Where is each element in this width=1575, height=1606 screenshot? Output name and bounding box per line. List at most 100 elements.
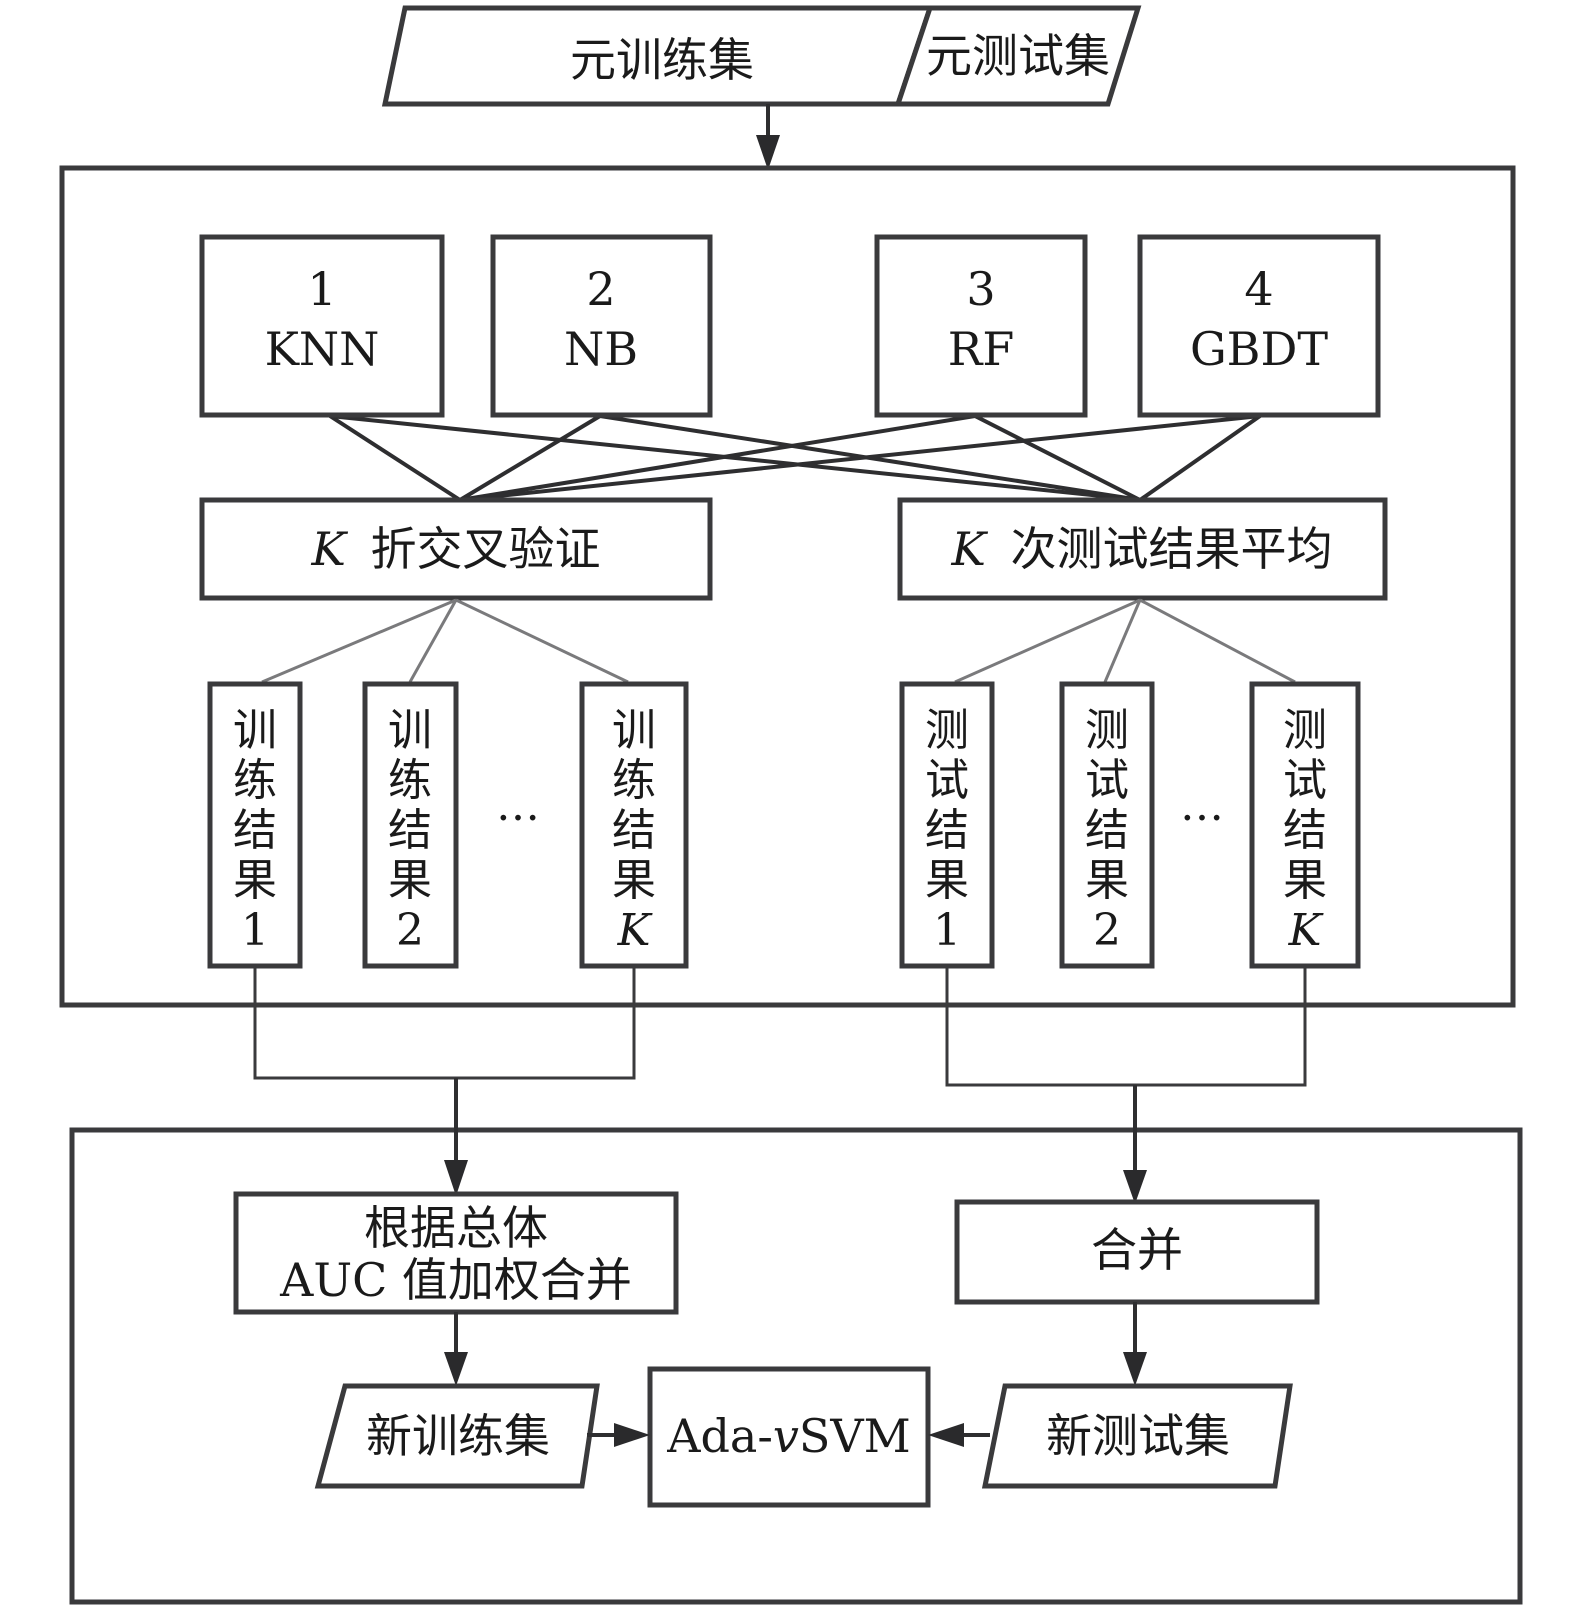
new-train-set: 新训练集 [314,1383,600,1489]
node-shape [199,497,713,601]
test-ellipsis: … [1180,780,1224,831]
node-shape [314,1383,600,1489]
model-name: GBDT [1190,322,1328,376]
k-variable: K [311,522,349,576]
svm-nu: v [773,1409,799,1463]
merge-box: 合并 [954,1199,1320,1305]
connector-line [1139,598,1296,684]
test-collector-line [945,966,1307,1087]
train-result-2: 训 练 结 果 2 [362,681,459,969]
node-shape [1249,681,1361,969]
result-char: 果 [925,855,969,906]
connector-line [599,414,1141,502]
result-index: 2 [396,905,424,956]
result-char: 练 [233,755,277,806]
node-shape [899,681,995,969]
node-shape [647,1366,931,1508]
model-index: 3 [966,262,995,316]
connector-line [261,598,457,684]
result-char: 试 [1283,755,1327,806]
model-index: 2 [586,262,615,316]
train-ellipsis: … [496,780,540,831]
result-char: 训 [612,705,656,756]
result-char: 训 [388,705,432,756]
merge-label: 合并 [1091,1223,1183,1277]
model-name: NB [564,322,638,376]
k-fold-label: 折交叉验证 [371,522,601,576]
auc-merge-line2: AUC 值加权合并 [279,1253,632,1307]
meta-dataset-input: 元训练集 元测试集 [381,5,1142,107]
result-char: Ada-vSVM [666,1409,910,1463]
node-shape [199,234,445,418]
model-index: 1 [307,262,336,316]
result-char: 练 [612,755,656,806]
connector-line [1103,599,1142,683]
result-index: K [617,905,653,956]
node-shape [874,234,1088,418]
node-shape [981,1383,1293,1489]
result-char: 果 [388,855,432,906]
connector-line [954,598,1141,684]
test-result-k: 测 试 结 果 K [1249,681,1361,969]
svm-prefix: Ada- [666,1409,773,1463]
node-shape [897,497,1388,601]
model-name: RF [948,322,1015,376]
result-char: 测 [1085,705,1129,756]
connector-line [408,599,458,683]
connector-line [329,414,1141,502]
result-char: 结 [233,805,277,856]
connector-line [1138,414,1262,502]
model-index: 4 [1244,262,1273,316]
meta-test-set-shape [894,5,1142,107]
result-char: 结 [1085,805,1129,856]
arrow-down-icon [444,1352,468,1386]
new-test-set: 新测试集 [981,1383,1293,1489]
result-char: 试 [925,755,969,806]
arrow-down-icon [444,1160,468,1196]
k-test-average: K 次测试结果平均 [897,497,1388,601]
node-shape [1137,234,1381,418]
auc-merge-line1: 根据总体 [364,1201,548,1255]
result-char: 结 [1283,805,1327,856]
node-shape [954,1199,1320,1305]
node-shape [362,681,459,969]
arrow-down-icon [1123,1170,1147,1204]
train-result-k: 训 练 结 果 K [579,681,689,969]
k-fold-cross-validation: K 折交叉验证 [199,497,713,601]
meta-test-set-label: 元测试集 [926,29,1110,83]
model-connections [328,414,1262,502]
result-index: 1 [241,905,269,956]
arrow-down-icon [1123,1352,1147,1386]
meta-train-set-label: 元训练集 [570,33,754,87]
arrow-down-icon [756,135,780,170]
result-char: 训 [233,705,277,756]
train-collector-line [253,966,636,1080]
result-char: K 折交叉验证 [311,522,601,576]
result-char: 果 [1283,855,1327,906]
connector-line [455,598,629,684]
model-knn: 1 KNN [199,234,445,418]
result-char: 果 [233,855,277,906]
result-char: 测 [1283,705,1327,756]
node-shape [490,234,713,418]
result-char: 果 [1085,855,1129,906]
model-rf: 3 RF [874,234,1088,418]
result-char: 结 [925,805,969,856]
arrow-left-icon [928,1423,964,1447]
test-result-1: 测 试 结 果 1 [899,681,995,969]
result-char: 结 [388,805,432,856]
result-index: K [1288,905,1324,956]
result-char: 结 [612,805,656,856]
result-index: 1 [933,905,961,956]
result-char: K 次测试结果平均 [951,522,1333,576]
train-result-1: 训 练 结 果 1 [207,681,303,969]
connector-line [458,414,602,502]
model-nb: 2 NB [490,234,713,418]
connector-line [328,414,462,502]
result-char: 练 [388,755,432,806]
new-train-set-label: 新训练集 [366,1409,550,1463]
auc-weighted-merge: 根据总体 AUC 值加权合并 [233,1191,679,1315]
model-name: KNN [265,322,380,376]
ada-vsvm-classifier: Ada-vSVM [647,1366,931,1508]
